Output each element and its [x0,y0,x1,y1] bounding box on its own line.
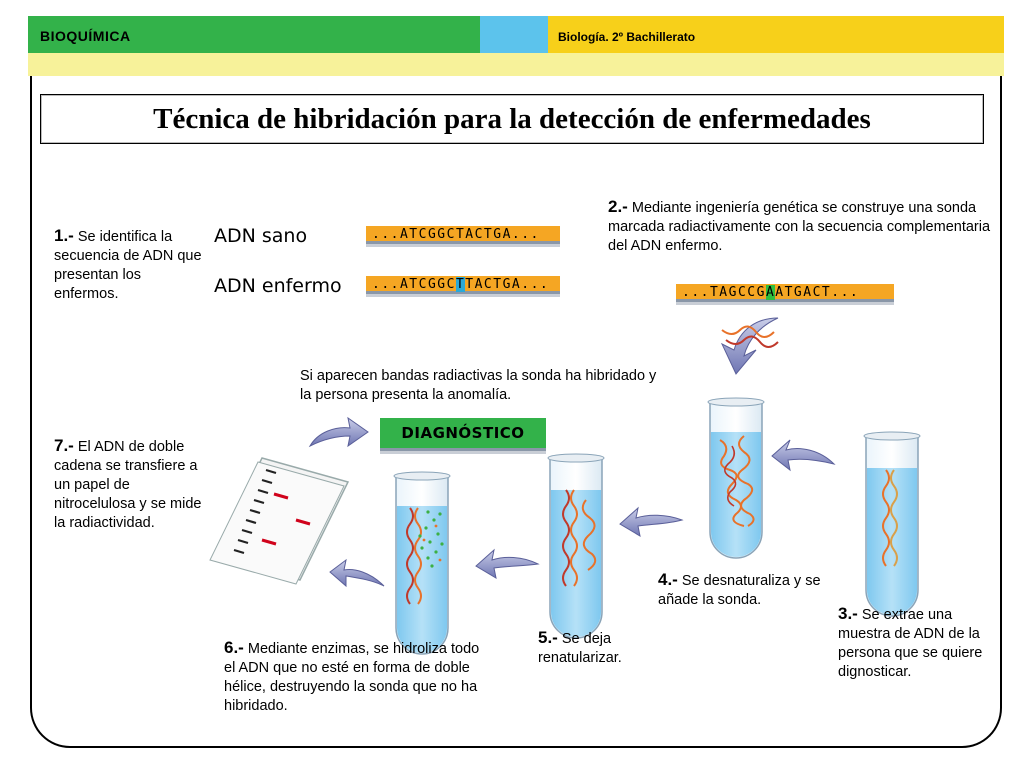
diagnosis-note: Si aparecen bandas radiactivas la sonda … [300,368,657,403]
step-7-description: El ADN de doble cadena se transfiere a u… [54,439,202,531]
step-6-description: Mediante enzimas, se hidroliza todo el A… [224,641,480,714]
nitrocellulose-paper [209,457,350,585]
step-2-description: Mediante ingeniería genética se construy… [608,200,991,254]
step-3-number: 3.- [838,604,858,623]
step-6-number: 6.- [224,638,244,657]
probe-sequence: ...TAGCCGAATGACT... [676,284,894,302]
step-4-number: 4.- [658,570,678,589]
arrow-step2-to-4 [720,317,779,375]
step-7-text: 7.- El ADN de doble cadena se transfiere… [54,436,214,533]
page-title: Técnica de hibridación para la detección… [153,102,871,135]
step-5-number: 5.- [538,628,558,647]
arrow-3-to-4 [771,439,836,472]
header-yellow-band [548,16,1004,53]
arrow-7-to-diagnosis [308,416,369,448]
header-subject: BIOQUÍMICA [40,28,131,44]
header-green-band [28,16,480,53]
probe-seq-mutation: A [765,285,776,300]
header-light-band [28,53,1004,76]
step-4-text: 4.- Se desnaturaliza y se añade la sonda… [658,570,823,610]
step-5-text: 5.- Se deja renatularizar. [538,628,658,668]
healthy-dna-sequence: ...ATCGGCTACTGA... [366,226,560,244]
probe-seq-end: ATGACT... [775,285,860,300]
step-2-text: 2.- Mediante ingeniería genética se cons… [608,197,1000,256]
sick-seq-start: ...ATCGGC [372,277,456,292]
sick-dna-sequence: ...ATCGGCTTACTGA... [366,276,560,294]
test-tube-5 [547,453,605,639]
step-6-text: 6.- Mediante enzimas, se hidroliza todo … [224,638,494,716]
test-tube-6 [393,471,451,655]
arrow-5-to-6 [475,548,540,580]
sick-seq-end: TACTGA... [465,277,550,292]
step-1-number: 1.- [54,226,74,245]
step-7-number: 7.- [54,436,74,455]
step-4-description: Se desnaturaliza y se añade la sonda. [658,573,821,608]
step-1-text: 1.- Se identifica la secuencia de ADN qu… [54,226,204,304]
sick-dna-label: ADN enfermo [214,275,342,297]
step-5-description: Se deja renatularizar. [538,631,622,666]
step-1-description: Se identifica la secuencia de ADN que pr… [54,229,202,302]
title-box: Técnica de hibridación para la detección… [40,94,984,144]
step-3-description: Se extrae una muestra de ADN de la perso… [838,607,983,680]
diagnosis-badge: DIAGNÓSTICO [380,418,546,451]
step-2-number: 2.- [608,197,628,216]
arrow-6-to-7 [329,558,385,588]
sick-seq-mutation: T [455,277,466,292]
content-frame [30,76,1002,748]
test-tube-4 [707,397,765,559]
healthy-dna-label: ADN sano [214,225,308,247]
probe-seq-start: ...TAGCCG [682,285,766,300]
step-3-text: 3.- Se extrae una muestra de ADN de la p… [838,604,994,682]
arrow-4-to-5 [619,506,684,538]
header-blue-band [480,16,548,53]
test-tube-3 [863,431,921,617]
header-course: Biología. 2º Bachillerato [558,30,696,44]
